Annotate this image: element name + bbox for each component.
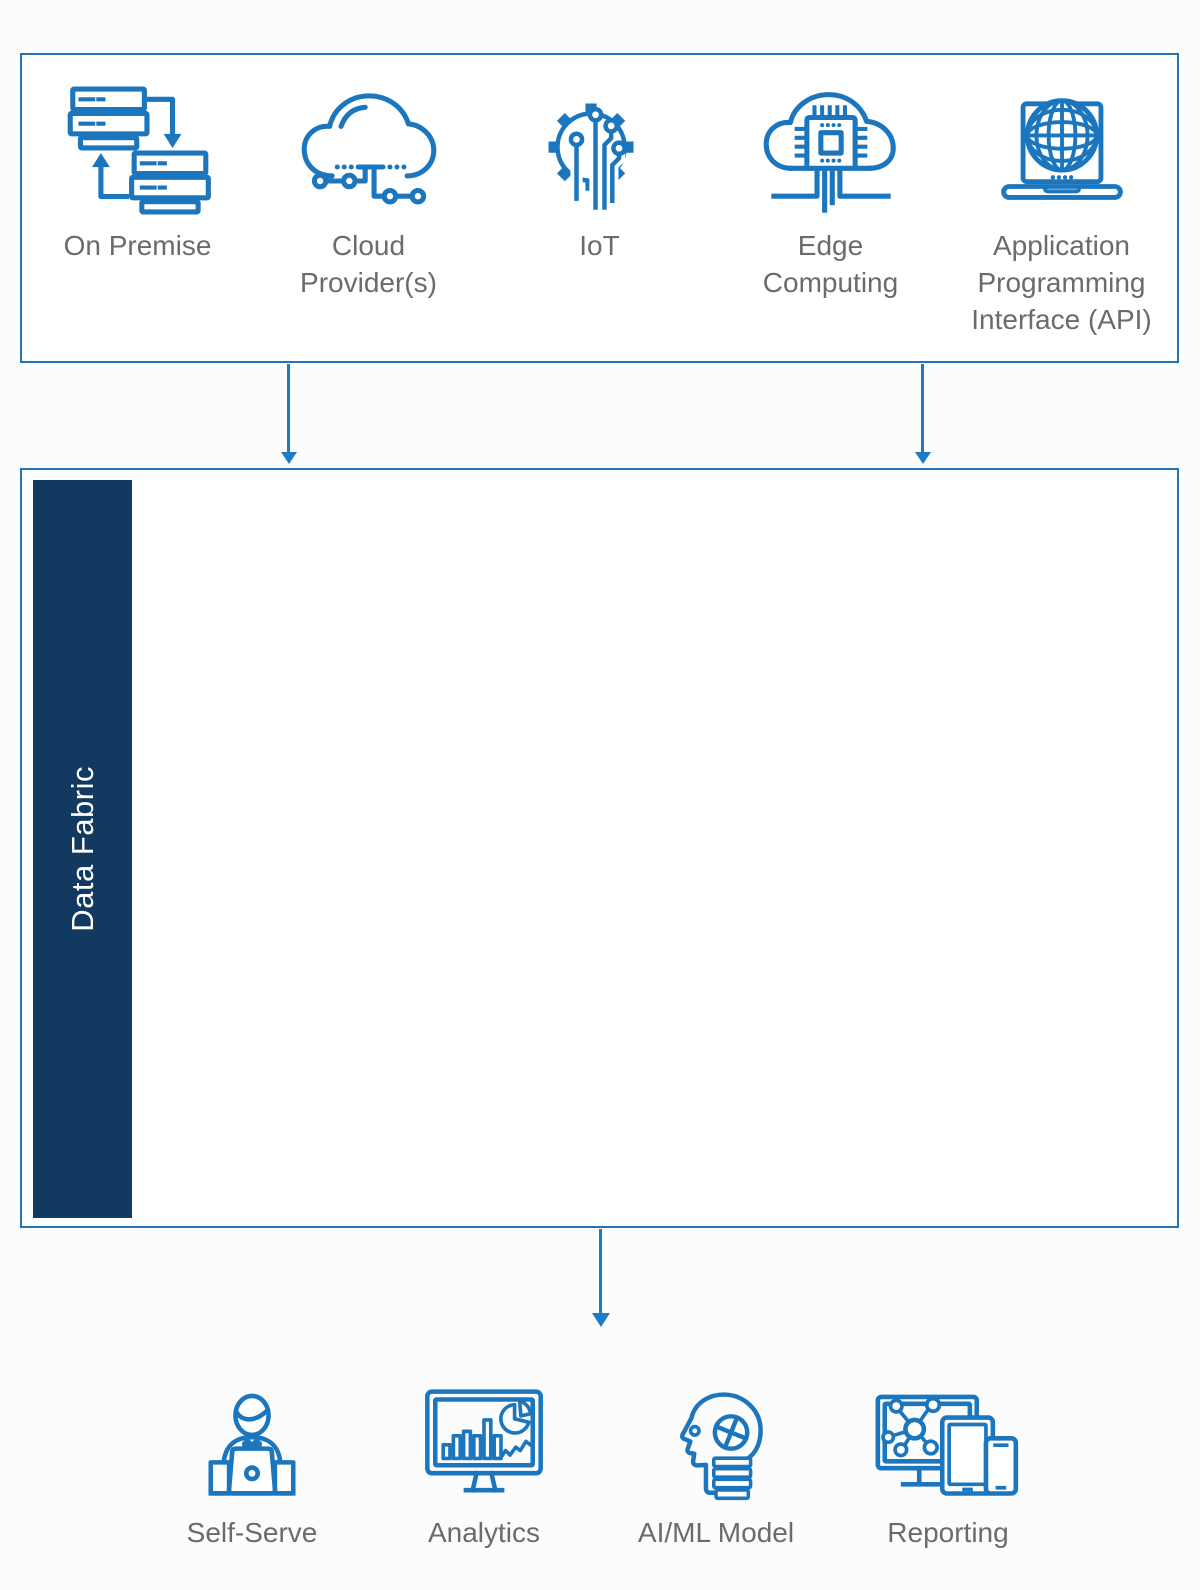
output-item-ai-ml-model: AI/ML Model	[600, 1383, 832, 1549]
source-item-iot: IoT	[484, 81, 715, 264]
source-item-api: Application Programming Interface (API)	[946, 81, 1177, 338]
reporting-icon	[873, 1383, 1023, 1505]
ai-ml-model-icon	[660, 1383, 772, 1505]
sources-box: On Premise	[20, 53, 1179, 363]
arrow-sources-to-fabric-left	[287, 364, 290, 452]
output-label-self-serve: Self-Serve	[186, 1517, 318, 1548]
cloud-providers-icon	[299, 81, 439, 219]
data-fabric-sidebar: Data Fabric	[33, 480, 132, 1218]
source-label-on-premise: On Premise	[63, 230, 212, 261]
arrow-sources-to-fabric-right	[921, 364, 924, 452]
output-item-self-serve: Self-Serve	[136, 1383, 368, 1549]
source-label-edge-computing: Edge Computing	[762, 230, 899, 298]
output-item-analytics: Analytics	[368, 1383, 600, 1549]
source-label-api: Application Programming Interface (API)	[971, 230, 1152, 335]
on-premise-icon	[65, 81, 211, 219]
source-item-edge-computing: Edge Computing	[715, 81, 946, 301]
data-fabric-label: Data Fabric	[64, 766, 100, 932]
self-serve-icon	[189, 1383, 315, 1505]
edge-computing-icon	[761, 81, 901, 219]
api-icon	[989, 81, 1135, 219]
iot-icon	[544, 81, 656, 219]
source-item-cloud-providers: Cloud Provider(s)	[253, 81, 484, 301]
source-label-iot: IoT	[579, 230, 620, 261]
arrow-fabric-to-outputs	[599, 1229, 602, 1313]
output-label-analytics: Analytics	[427, 1517, 541, 1548]
analytics-icon	[416, 1383, 552, 1505]
output-label-ai-ml-model: AI/ML Model	[637, 1517, 795, 1548]
source-item-on-premise: On Premise	[22, 81, 253, 264]
output-label-reporting: Reporting	[887, 1517, 1009, 1548]
outputs-row: Self-Serve Ana	[0, 1383, 1200, 1549]
source-label-cloud-providers: Cloud Provider(s)	[300, 230, 437, 298]
data-fabric-box: Data Fabric	[20, 468, 1179, 1228]
output-item-reporting: Reporting	[832, 1383, 1064, 1549]
